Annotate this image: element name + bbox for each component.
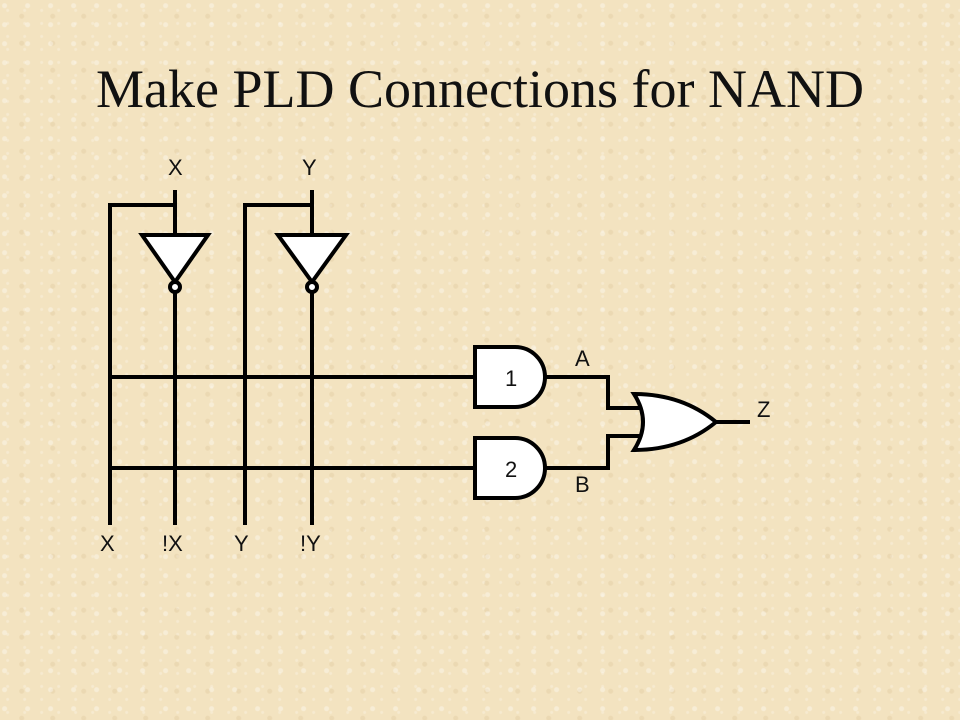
input-label-x: X	[168, 155, 183, 180]
and-gate-2-label: 2	[505, 457, 517, 482]
output-label-z: Z	[757, 397, 770, 422]
inverter-x	[108, 190, 212, 525]
wire-a	[545, 375, 640, 410]
signal-label-b: B	[575, 472, 590, 497]
line-label-not-x: !X	[162, 531, 183, 556]
line-label-not-y: !Y	[300, 531, 321, 556]
and-gate-1: 1	[473, 345, 547, 409]
and-gate-2: 2	[473, 436, 547, 500]
line-label-y: Y	[234, 531, 249, 556]
input-label-y: Y	[302, 155, 317, 180]
signal-label-a: A	[575, 346, 590, 371]
inverter-y	[243, 190, 350, 525]
line-label-x: X	[100, 531, 115, 556]
wire-b	[545, 434, 640, 470]
slide-title: Make PLD Connections for NAND	[96, 59, 864, 119]
or-gate	[630, 391, 750, 453]
and-gate-1-label: 1	[505, 366, 517, 391]
